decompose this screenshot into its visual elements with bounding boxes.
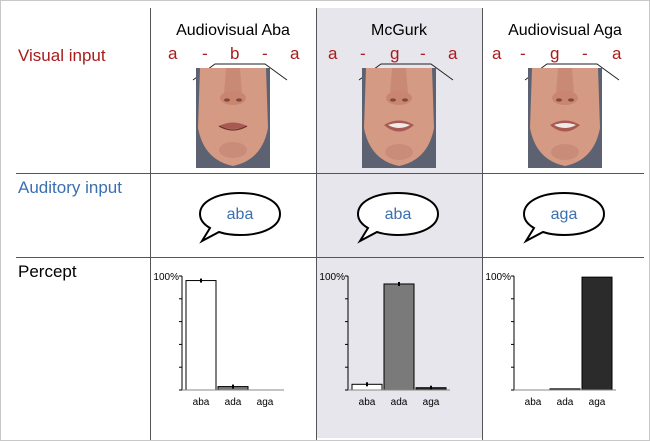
x-tick-label: aba bbox=[359, 397, 376, 408]
visual-letter: - bbox=[420, 44, 426, 63]
y-tick-label: 100% bbox=[153, 272, 179, 283]
row-label-percept: Percept bbox=[18, 262, 77, 281]
y-tick-label: 100% bbox=[319, 272, 345, 283]
speech-bubble-aga: aga bbox=[520, 190, 608, 244]
x-tick-label: ada bbox=[225, 397, 242, 408]
visual-letter: b bbox=[230, 44, 240, 63]
x-tick-label: ada bbox=[557, 397, 574, 408]
auditory-syllable: aga bbox=[550, 206, 578, 223]
row-label-visual-input: Visual input bbox=[18, 46, 106, 65]
visual-letter: - bbox=[582, 44, 588, 63]
visual-letter: a bbox=[328, 44, 338, 63]
visual-letter: - bbox=[520, 44, 526, 63]
speech-bubble-icon bbox=[198, 191, 282, 244]
column-header-audiovisual-aga: Audiovisual Aga bbox=[508, 22, 622, 39]
x-tick-label: aga bbox=[589, 397, 606, 408]
x-tick-label: aga bbox=[257, 397, 274, 408]
visual-letter: g bbox=[550, 44, 560, 63]
x-tick-label: ada bbox=[391, 397, 408, 408]
visual-letter: g bbox=[390, 44, 400, 63]
visual-letter: - bbox=[202, 44, 208, 63]
visual-letter: a bbox=[168, 44, 178, 63]
bar-chart-svg: aba ada aga 100% bbox=[319, 272, 450, 408]
bar-chart-svg: aba ada aga 100% bbox=[485, 272, 616, 408]
column-header-mcgurk: McGurk bbox=[371, 22, 427, 39]
column-divider-2 bbox=[316, 8, 317, 440]
x-tick-label: aba bbox=[525, 397, 542, 408]
face-open-mouth-image bbox=[528, 68, 602, 168]
bar-aba bbox=[185, 280, 217, 391]
x-tick-label: aga bbox=[423, 397, 440, 408]
bar-aga bbox=[581, 276, 613, 391]
face-closed-mouth-image bbox=[196, 68, 270, 168]
speech-bubble-aba: aba bbox=[354, 190, 442, 244]
percept-chart-aba: aba ada aga 100% bbox=[150, 262, 316, 412]
visual-letter: a bbox=[612, 44, 622, 63]
visual-letter: - bbox=[262, 44, 268, 63]
row-label-auditory-input: Auditory input bbox=[18, 178, 122, 197]
bar-ada bbox=[383, 283, 415, 391]
percept-chart-mcgurk: aba ada aga 100% bbox=[316, 262, 482, 412]
speech-bubble-icon bbox=[522, 191, 606, 244]
percept-chart-aga: aba ada aga 100% bbox=[482, 262, 648, 412]
row-divider-2 bbox=[16, 257, 644, 258]
visual-sequence-aga: a - g - a bbox=[482, 44, 648, 66]
row-divider-1 bbox=[16, 173, 644, 174]
speech-bubble-icon bbox=[356, 191, 440, 244]
auditory-syllable: aba bbox=[384, 206, 412, 223]
visual-sequence-aba: a - b - a bbox=[150, 44, 316, 66]
face-open-mouth-image bbox=[362, 68, 436, 168]
bar-chart-svg: aba ada aga 100% bbox=[153, 272, 284, 408]
visual-letter: a bbox=[448, 44, 458, 63]
column-divider-3 bbox=[482, 8, 483, 440]
speech-bubble-aba: aba bbox=[196, 190, 284, 244]
x-tick-label: aba bbox=[193, 397, 210, 408]
y-tick-label: 100% bbox=[485, 272, 511, 283]
visual-letter: a bbox=[492, 44, 502, 63]
column-header-audiovisual-aba: Audiovisual Aba bbox=[176, 22, 290, 39]
visual-sequence-mcgurk: a - g - a bbox=[316, 44, 482, 66]
visual-letter: a bbox=[290, 44, 300, 63]
column-divider-1 bbox=[150, 8, 151, 440]
visual-letter: - bbox=[360, 44, 366, 63]
auditory-syllable: aba bbox=[226, 206, 254, 223]
